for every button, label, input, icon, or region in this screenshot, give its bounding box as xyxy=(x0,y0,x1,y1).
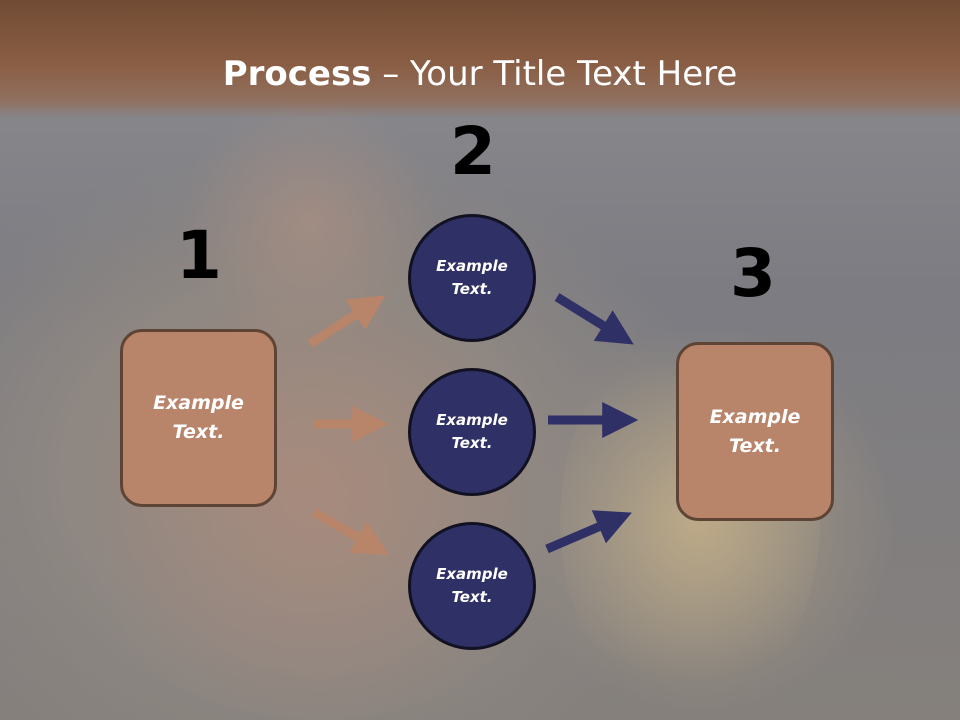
arrow-top-to-end xyxy=(554,293,634,345)
step-number-2: 2 xyxy=(450,113,496,190)
arrow-start-to-top xyxy=(307,295,386,348)
start-box-text: Example Text. xyxy=(153,392,244,443)
circle-top-text: Example Text. xyxy=(436,257,508,298)
title-bold: Process xyxy=(222,54,372,94)
circle-bottom-text: Example Text. xyxy=(436,565,508,606)
step-number-3: 3 xyxy=(730,235,776,312)
circle-bottom[interactable]: Example Text. xyxy=(408,522,536,650)
end-box[interactable]: Example Text. xyxy=(676,342,834,521)
start-box[interactable]: Example Text. xyxy=(120,329,277,507)
title-rest: – Your Title Text Here xyxy=(371,54,738,94)
circle-top[interactable]: Example Text. xyxy=(408,214,536,342)
circle-middle[interactable]: Example Text. xyxy=(408,368,536,496)
arrow-bottom-to-end xyxy=(545,510,632,554)
slide-title[interactable]: Process – Your Title Text Here xyxy=(0,52,960,96)
arrow-start-to-bottom xyxy=(311,508,390,556)
title-bar xyxy=(0,0,960,118)
circle-middle-text: Example Text. xyxy=(436,411,508,452)
step-number-1: 1 xyxy=(176,217,222,294)
end-box-text: Example Text. xyxy=(709,405,801,457)
background-photo-thumb xyxy=(180,90,440,350)
